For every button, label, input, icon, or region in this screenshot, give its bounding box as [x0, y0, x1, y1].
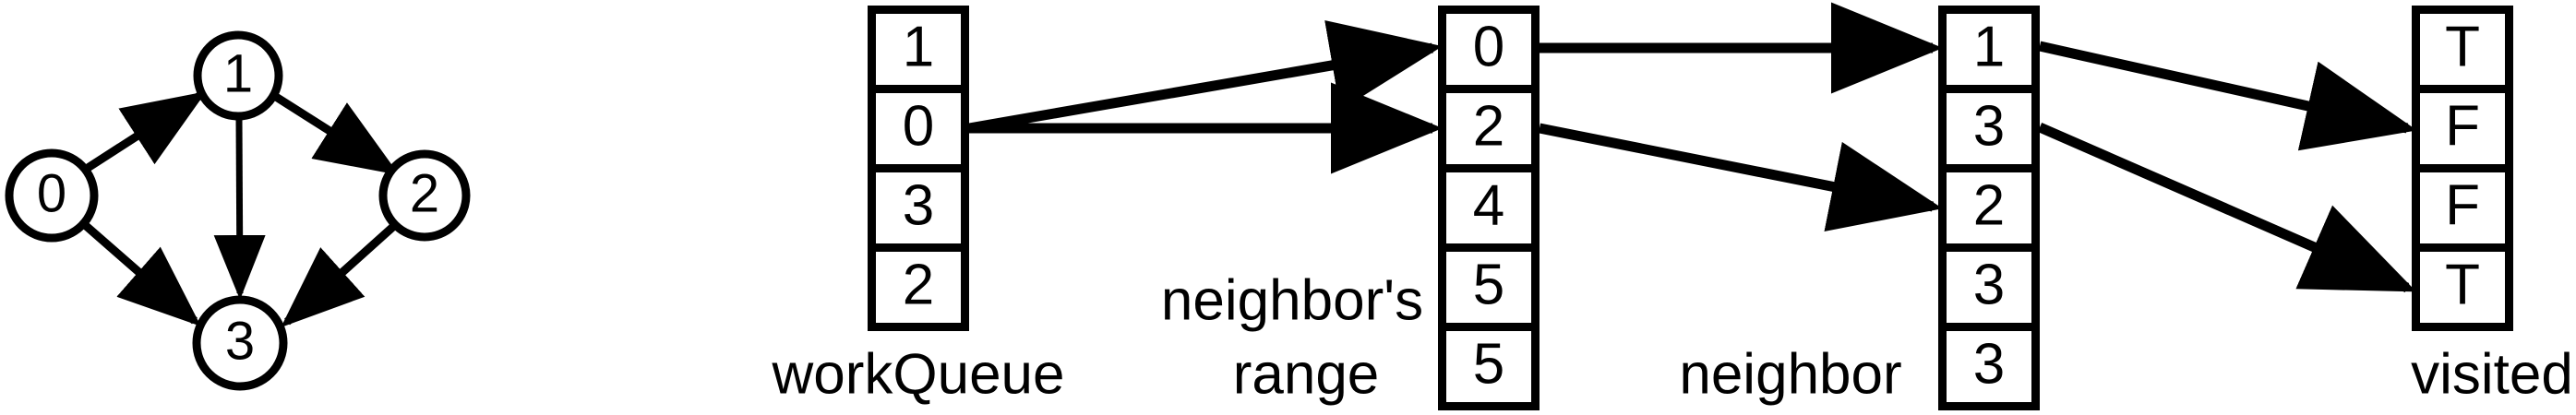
visited-cell-2-value: F	[2445, 173, 2480, 237]
graph-node-3-label: 3	[225, 311, 255, 371]
pointer-arrows	[968, 2, 2417, 293]
graph-edge-0-1	[82, 91, 207, 173]
graph-edge-1-2	[273, 93, 400, 175]
graph-edge-0-3	[81, 220, 201, 326]
graph-node-0-circle	[5, 148, 99, 243]
graph-node-3[interactable]: 3	[192, 295, 288, 391]
graph-edge-1-3	[213, 117, 266, 300]
neighbors-range-cell-3-value: 5	[1473, 253, 1504, 316]
graph-node-2-circle	[378, 149, 471, 242]
graph-node-2-label: 2	[410, 163, 439, 223]
visited-cell-3-value: T	[2445, 253, 2480, 316]
neighbor-cell-0-value: 1	[1973, 15, 2005, 78]
arrow-neighbor-to-visited-1	[2038, 41, 2417, 151]
neighbors-range-label-line2: range	[1233, 342, 1380, 406]
workqueue-cell-3[interactable]	[868, 243, 969, 331]
neighbors-range-cell-0-value: 0	[1473, 15, 1504, 78]
neighbor-cell-3-value: 3	[1973, 253, 2005, 316]
neighbor-label: neighbor	[1679, 342, 1901, 406]
workqueue-cell-1-value: 0	[903, 94, 934, 158]
arrow-range-to-neighbor-2	[1538, 123, 1943, 232]
neighbor-cell-1-value: 3	[1973, 94, 2005, 158]
visited-cell-0-value: T	[2445, 15, 2480, 78]
visited-array: T F F T	[2412, 6, 2513, 331]
workqueue-cell-3-value: 2	[903, 253, 934, 316]
graph-node-0[interactable]: 0	[5, 148, 99, 243]
workqueue-cell-0-value: 1	[903, 15, 934, 78]
neighbors-range-array: 0 2 4 5 5	[1438, 6, 1540, 410]
neighbor-array: 1 3 2 3 3	[1938, 6, 2040, 410]
arrow-workqueue-to-range-0	[968, 20, 1443, 134]
neighbors-range-cell-4[interactable]	[1438, 323, 1540, 410]
graph-node-1-circle	[193, 30, 283, 121]
workqueue-array: 1 0 3 2	[868, 6, 969, 331]
graph-node-0-label: 0	[37, 163, 66, 223]
graph-node-2[interactable]: 2	[378, 149, 471, 242]
neighbor-cell-4-value: 3	[1973, 332, 2005, 396]
arrow-neighbor-to-visited-3	[2037, 122, 2417, 293]
graph-edge-2-3	[281, 221, 399, 328]
visited-cell-1-value: F	[2445, 94, 2480, 158]
graph-node-3-circle	[192, 295, 288, 391]
visited-label: visited	[2411, 342, 2573, 406]
neighbors-range-cell-4-value: 5	[1473, 332, 1504, 396]
workqueue-label: workQueue	[771, 342, 1064, 406]
visited-cell-2[interactable]	[2412, 164, 2513, 252]
neighbor-cell-2-value: 2	[1973, 173, 2005, 237]
workqueue-cell-2-value: 3	[903, 173, 934, 237]
neighbors-range-label-line1: neighbor's	[1161, 268, 1423, 332]
neighbor-cell-4[interactable]	[1938, 323, 2040, 410]
graph-node-1-label: 1	[223, 43, 253, 103]
neighbors-range-cell-2-value: 4	[1473, 173, 1504, 237]
graph-edges	[81, 91, 400, 328]
graph-node-1[interactable]: 1	[193, 30, 283, 121]
neighbors-range-cell-1-value: 2	[1473, 94, 1504, 158]
